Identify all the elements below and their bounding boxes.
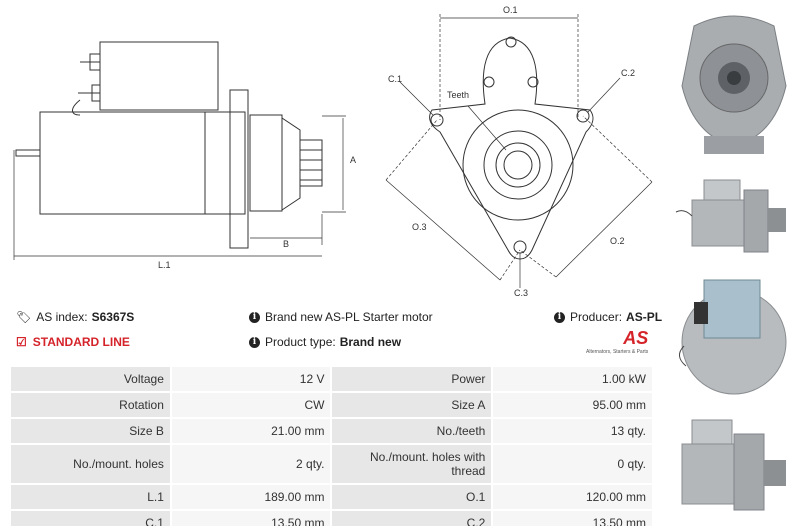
spec-value: 13.50 mm [493, 511, 652, 526]
spec-value: 2 qty. [171, 445, 331, 483]
spec-value: 13 qty. [493, 419, 652, 443]
spec-value: 1.00 kW [493, 367, 652, 391]
spec-key: Power [332, 367, 492, 391]
spec-key: Size A [332, 393, 492, 417]
info-icon: i [249, 311, 260, 323]
spec-key: No./mount. holes with thread [332, 445, 492, 483]
product-type: i Product type: Brand new [249, 335, 401, 349]
check-square-icon: ☑ [16, 335, 27, 349]
spec-key: C.2 [332, 511, 492, 526]
mount-hole-c3 [513, 240, 527, 254]
label-o3: O.3 [412, 222, 427, 232]
label-teeth: Teeth [447, 90, 469, 100]
as-pl-logo: AS Alternators, Starters & Parts [586, 328, 649, 355]
product-photo-side[interactable] [674, 172, 794, 260]
spec-key: No./mount. holes [11, 445, 170, 483]
product-photo-rear[interactable] [674, 266, 794, 410]
spec-value: 12 V [171, 367, 331, 391]
spec-value: 95.00 mm [493, 393, 652, 417]
label-c3: C.3 [514, 288, 528, 298]
spec-value: 13.50 mm [171, 511, 331, 526]
info-icon: i [554, 311, 565, 323]
spec-value: 0 qty. [493, 445, 652, 483]
spec-value: 189.00 mm [171, 485, 331, 509]
spec-value: 21.00 mm [171, 419, 331, 443]
product-photo-front[interactable] [674, 6, 794, 166]
label-l1: L.1 [158, 260, 171, 270]
spec-key: C.1 [11, 511, 170, 526]
producer-value: AS-PL [626, 310, 663, 324]
label-o1: O.1 [503, 5, 518, 15]
spec-key: Size B [11, 419, 170, 443]
spec-key: No./teeth [332, 419, 492, 443]
label-a: A [350, 155, 356, 165]
mount-hole-c1 [430, 113, 444, 127]
product-info: 🏷 AS index: S6367S i Brand new AS-PL Sta… [16, 308, 662, 363]
spec-key: O.1 [332, 485, 492, 509]
product-photos [668, 0, 800, 526]
front-flange [429, 37, 594, 260]
as-index-value: S6367S [91, 310, 135, 324]
spec-key: Voltage [11, 367, 170, 391]
standard-line: ☑ STANDARD LINE [16, 335, 130, 349]
info-icon: i [249, 336, 260, 348]
tag-icon: 🏷 [16, 310, 32, 324]
label-b: B [283, 239, 289, 249]
product-type-value: Brand new [339, 335, 402, 349]
label-c2: C.2 [621, 68, 635, 78]
label-o2: O.2 [610, 236, 625, 246]
motor-body [39, 111, 246, 215]
mount-hole-c2 [576, 109, 590, 123]
gear-teeth [495, 142, 541, 188]
spec-value: CW [171, 393, 331, 417]
mounting-flange [229, 89, 249, 249]
product-photo-angle[interactable] [674, 414, 794, 522]
pinion [299, 139, 323, 187]
description: i Brand new AS-PL Starter motor [249, 310, 433, 324]
label-c1: C.1 [388, 74, 402, 84]
solenoid [99, 41, 219, 111]
technical-drawing: O.1 C.1 C.2 Teeth O.3 O.2 C.3 A B L.1 [13, 5, 653, 298]
spec-key: L.1 [11, 485, 170, 509]
spec-value: 120.00 mm [493, 485, 652, 509]
producer: i Producer: AS-PL [554, 310, 662, 324]
spec-key: Rotation [11, 393, 170, 417]
as-index: 🏷 AS index: S6367S [16, 310, 135, 324]
